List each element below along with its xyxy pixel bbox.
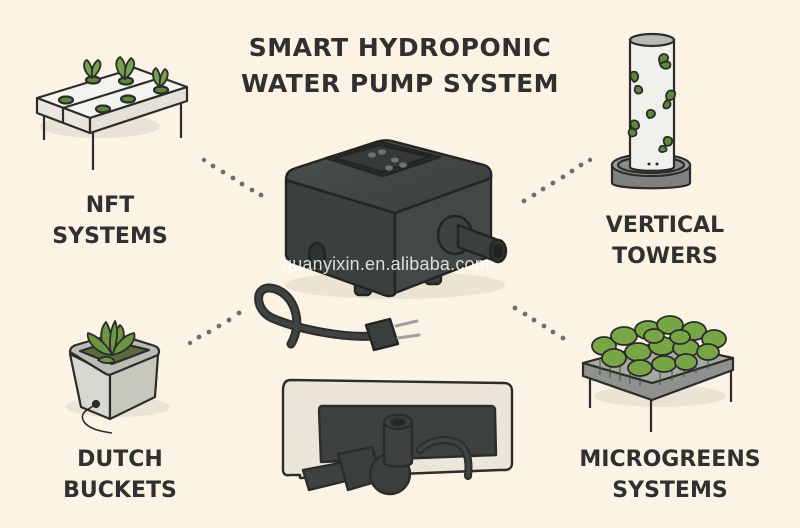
dutch-bucket-icon — [66, 320, 170, 434]
nft-channel-table-icon — [35, 56, 189, 170]
label-line-1: NFT — [85, 193, 135, 218]
title-line-1: SMART HYDROPONIC — [248, 33, 552, 62]
label-line-2: BUCKETS — [63, 478, 177, 503]
page-title: SMART HYDROPONIC WATER PUMP SYSTEM — [220, 30, 580, 102]
connector-nft — [201, 157, 264, 198]
label-nft-systems: NFT SYSTEMS — [20, 190, 200, 252]
label-dutch-buckets: DUTCH BUCKETS — [30, 444, 210, 506]
title-line-2: WATER PUMP SYSTEM — [240, 69, 560, 98]
vertical-tower-icon — [610, 32, 692, 190]
label-line-2: SYSTEMS — [52, 224, 168, 249]
label-line-1: MICROGREENS — [579, 447, 761, 472]
watermark-text: quanyixin.en.alibaba.com — [282, 254, 490, 274]
water-pump-icon — [254, 139, 508, 352]
submerged-pump-detail-icon — [281, 378, 514, 496]
connector-vertical — [521, 157, 593, 204]
microgreens-tray-icon — [581, 315, 735, 432]
label-line-1: DUTCH — [77, 447, 163, 472]
label-line-2: SYSTEMS — [612, 478, 728, 503]
label-line-1: VERTICAL — [605, 213, 725, 238]
label-vertical-towers: VERTICAL TOWERS — [570, 210, 760, 272]
connector-microgreens — [512, 305, 566, 341]
label-line-2: TOWERS — [612, 244, 718, 269]
connector-dutch — [187, 310, 242, 346]
label-microgreens-systems: MICROGREENS SYSTEMS — [555, 444, 785, 506]
